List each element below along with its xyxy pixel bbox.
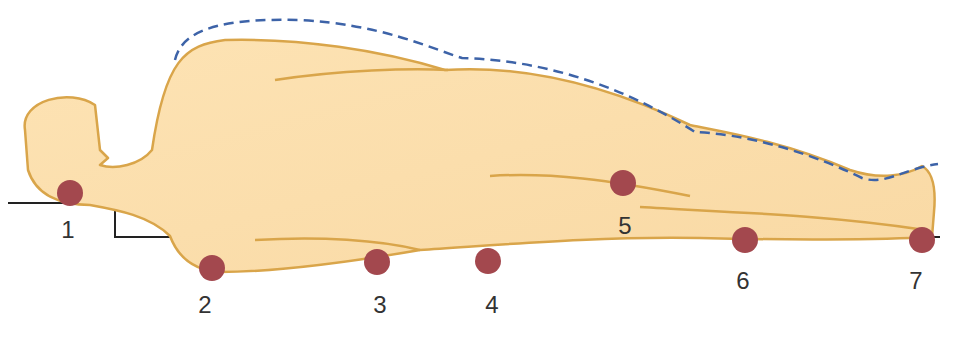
callout-number: 6	[736, 269, 749, 293]
body-outline	[25, 40, 935, 272]
pressure-dot	[909, 227, 935, 253]
callout-number: 3	[373, 293, 386, 317]
callout-number: 1	[61, 218, 74, 242]
dashed-contour	[175, 20, 938, 180]
callout-number: 5	[618, 214, 631, 238]
pressure-dot	[732, 227, 758, 253]
pressure-points	[57, 170, 935, 281]
arm-line	[255, 238, 420, 250]
pressure-dot	[610, 170, 636, 196]
pressure-dot	[199, 255, 225, 281]
callout-number: 7	[909, 269, 922, 293]
leg-line	[640, 207, 925, 230]
pressure-dot	[364, 249, 390, 275]
callout-number: 4	[485, 293, 498, 317]
arm-line	[275, 69, 448, 80]
callout-number: 2	[198, 293, 211, 317]
leg-line	[490, 175, 690, 196]
pressure-dot	[475, 248, 501, 274]
pressure-dot	[57, 180, 83, 206]
